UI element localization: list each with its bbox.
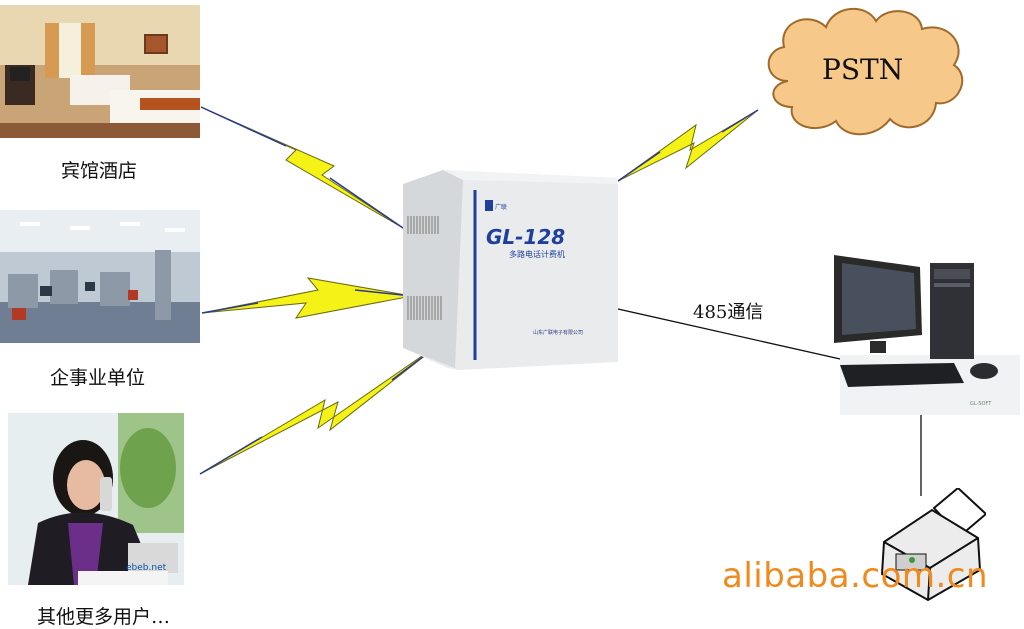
device-model: GL-128 bbox=[486, 225, 565, 249]
source-label-office: 企事业单位 bbox=[50, 367, 146, 389]
device-logo-icon bbox=[485, 200, 493, 211]
computer-icon: GL-SOFT bbox=[830, 255, 1024, 415]
device-company: 山东广联电子有限公司 bbox=[533, 329, 583, 336]
device-subtitle: 多路电话计费机 bbox=[509, 249, 565, 259]
pstn-label: PSTN bbox=[822, 53, 903, 86]
phone-user-photo: ebeb.net bbox=[8, 413, 184, 585]
device-gl128: 广联 GL-128 多路电话计费机 山东广联电子有限公司 bbox=[403, 170, 618, 370]
watermark: alibaba.com.cn bbox=[722, 556, 989, 596]
source-label-users: 其他更多用户… bbox=[37, 606, 171, 628]
device-brand: 广联 bbox=[495, 203, 507, 211]
rs485-line bbox=[617, 308, 859, 364]
office-connection bbox=[201, 277, 413, 319]
hotel-room-photo bbox=[0, 5, 200, 138]
office-photo bbox=[0, 210, 200, 343]
source-label-hotel: 宾馆酒店 bbox=[61, 160, 138, 182]
pstn-connection bbox=[617, 109, 759, 182]
rs485-label: 485通信 bbox=[693, 302, 764, 323]
pstn-cloud: PSTN bbox=[758, 3, 970, 143]
printer-icon bbox=[874, 488, 986, 604]
svg-text:GL-SOFT: GL-SOFT bbox=[970, 401, 992, 407]
photo-caption: ebeb.net bbox=[126, 563, 167, 573]
hotel-connection bbox=[200, 106, 404, 229]
